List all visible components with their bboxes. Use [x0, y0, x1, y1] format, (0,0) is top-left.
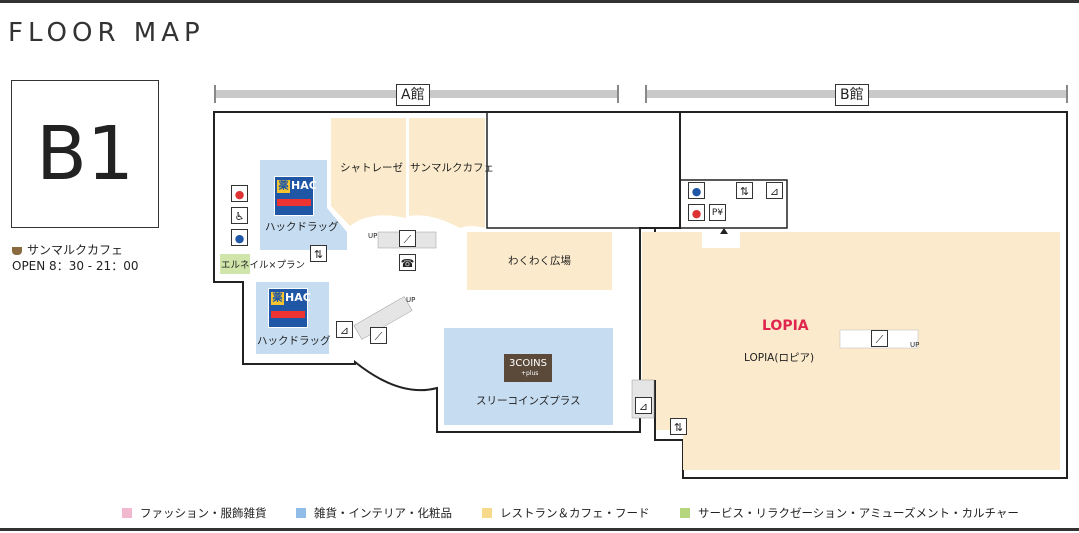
escalator-icon-b: ⟋ [871, 330, 888, 347]
escalator-icon-a1: ⟋ [399, 230, 416, 247]
legend-swatch-food [482, 508, 492, 518]
coffee-cup-icon [12, 246, 22, 255]
elevator-icon-a: ⇅ [310, 245, 327, 262]
cafe-hours: OPEN 8：30 - 21：00 [12, 259, 139, 273]
building-a-label: A館 [396, 84, 430, 106]
legend-fashion: ファッション・服飾雑貨 [140, 506, 267, 520]
building-a-tick-right [617, 85, 619, 103]
mens-restroom-icon: ● [231, 229, 248, 246]
store-hac2[interactable]: ハックドラッグ [257, 335, 331, 347]
elevator-icon-b2: ⇅ [670, 418, 687, 435]
top-rule [0, 0, 1079, 3]
building-b-label: B館 [835, 84, 869, 106]
store-elnail[interactable]: エルネイル×プラン [221, 260, 305, 271]
up-marker-a2: UP [406, 296, 416, 304]
building-b-tick-left [645, 85, 647, 103]
chateraise-area [331, 118, 406, 226]
stairs-icon-b: ⊿ [766, 182, 783, 199]
escalator-a2 [353, 296, 413, 340]
legend-swatch-service [680, 508, 690, 518]
building-a-tick-left [214, 85, 216, 103]
saintmarc-area [409, 118, 485, 228]
entrance-arrow [720, 228, 728, 234]
wakuwaku-area [467, 232, 612, 290]
cafe-info: サンマルクカフェ OPEN 8：30 - 21：00 [12, 242, 138, 274]
inner-wall-a [486, 112, 680, 229]
store-wakuwaku[interactable]: わくわく広場 [508, 255, 571, 267]
legend-swatch-goods [296, 508, 306, 518]
threecoins-logo [504, 354, 552, 382]
stairs-icon-a: ⊿ [336, 321, 353, 338]
phone-icon: ☎ [399, 254, 416, 271]
inner-wall-b [680, 179, 788, 229]
lopia-logo: LOPIA [762, 318, 809, 334]
cafe-name: サンマルクカフェ [27, 243, 124, 257]
up-marker-b1: UP [910, 341, 920, 349]
womens-restroom-icon: ● [231, 185, 248, 202]
legend-service: サービス・リラクゼーション・アミューズメント・カルチャー [698, 506, 1019, 520]
elnail-area [220, 254, 250, 274]
threecoins-logo-sub: +plus [521, 370, 539, 377]
store-hac1[interactable]: ハックドラッグ [265, 221, 339, 233]
stairs-icon-b2: ⊿ [635, 397, 652, 414]
mens-restroom-icon-b: ● [688, 182, 705, 199]
building-b-tick-right [1066, 85, 1068, 103]
store-saintmarc[interactable]: サンマルクカフェ [410, 162, 494, 174]
legend-goods: 雑貨・インテリア・化粧品 [314, 506, 452, 520]
threecoins-logo-text: 3COINS [509, 358, 547, 369]
floor-indicator: B1 [11, 80, 159, 228]
legend-swatch-fashion [122, 508, 132, 518]
page-title: FLOOR MAP [8, 18, 205, 48]
escalator-icon-a2: ⟋ [370, 327, 387, 344]
up-marker-a1: UP [368, 232, 378, 240]
legend-food: レストラン＆カフェ・フード [500, 506, 650, 520]
elevator-icon-b: ⇅ [736, 182, 753, 199]
store-chateraise[interactable]: シャトレーゼ [340, 162, 403, 174]
store-threecoins[interactable]: スリーコインズプラス [476, 395, 581, 407]
store-lopia[interactable]: LOPIA(ロピア) [744, 352, 815, 364]
bottom-rule [0, 528, 1079, 531]
parking-payment-icon: P¥ [709, 204, 726, 221]
lopia-area [642, 232, 1060, 470]
womens-restroom-icon-b: ● [688, 204, 705, 221]
accessible-restroom-icon: ♿ [231, 207, 248, 224]
